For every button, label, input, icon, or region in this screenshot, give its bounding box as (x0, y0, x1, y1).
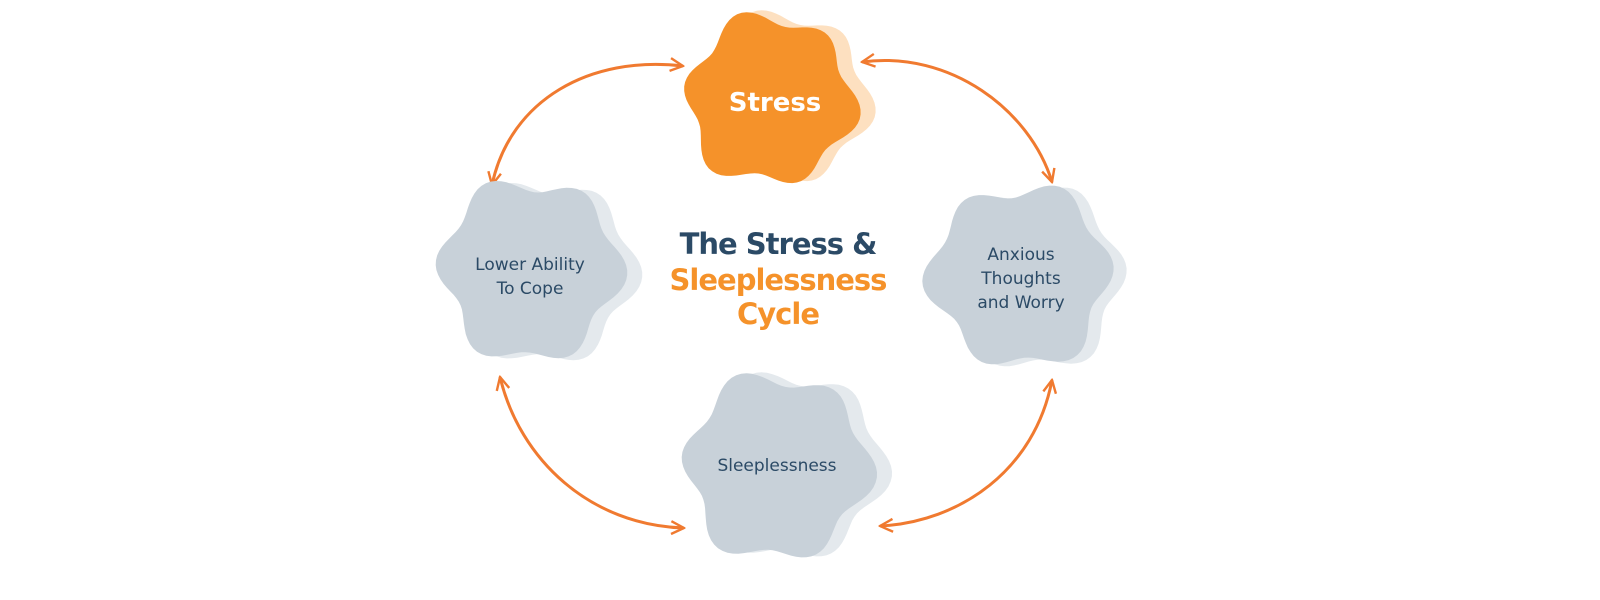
arrow-stress-cope (492, 64, 683, 185)
anxious-label-line1: Anxious (987, 245, 1054, 265)
cope-blob (435, 181, 628, 359)
anxious-label-line2: Thoughts (980, 269, 1061, 289)
sleeplessness-label: Sleeplessness (717, 456, 836, 476)
stress-label: Stress (729, 88, 822, 118)
cope-label-line2: To Cope (496, 279, 564, 299)
arrow-stress-anxious (862, 60, 1052, 182)
node-sleeplessness: Sleeplessness (681, 372, 892, 558)
title-line2: Sleeplessness (670, 263, 887, 297)
node-anxious-thoughts: Anxious Thoughts and Worry (922, 185, 1127, 367)
anxious-label-line3: and Worry (977, 293, 1064, 313)
node-lower-ability-to-cope: Lower Ability To Cope (435, 181, 643, 361)
anxious-blob (922, 185, 1114, 365)
cope-label-line1: Lower Ability (475, 255, 585, 275)
node-stress: Stress (684, 10, 876, 184)
title-line1: The Stress & (680, 227, 878, 261)
stress-blob (684, 12, 861, 184)
arrow-anxious-sleeplessness (880, 380, 1052, 526)
arrow-cope-sleeplessness (500, 377, 684, 528)
sleeplessness-blob (681, 373, 877, 558)
title-line3: Cycle (737, 297, 819, 331)
